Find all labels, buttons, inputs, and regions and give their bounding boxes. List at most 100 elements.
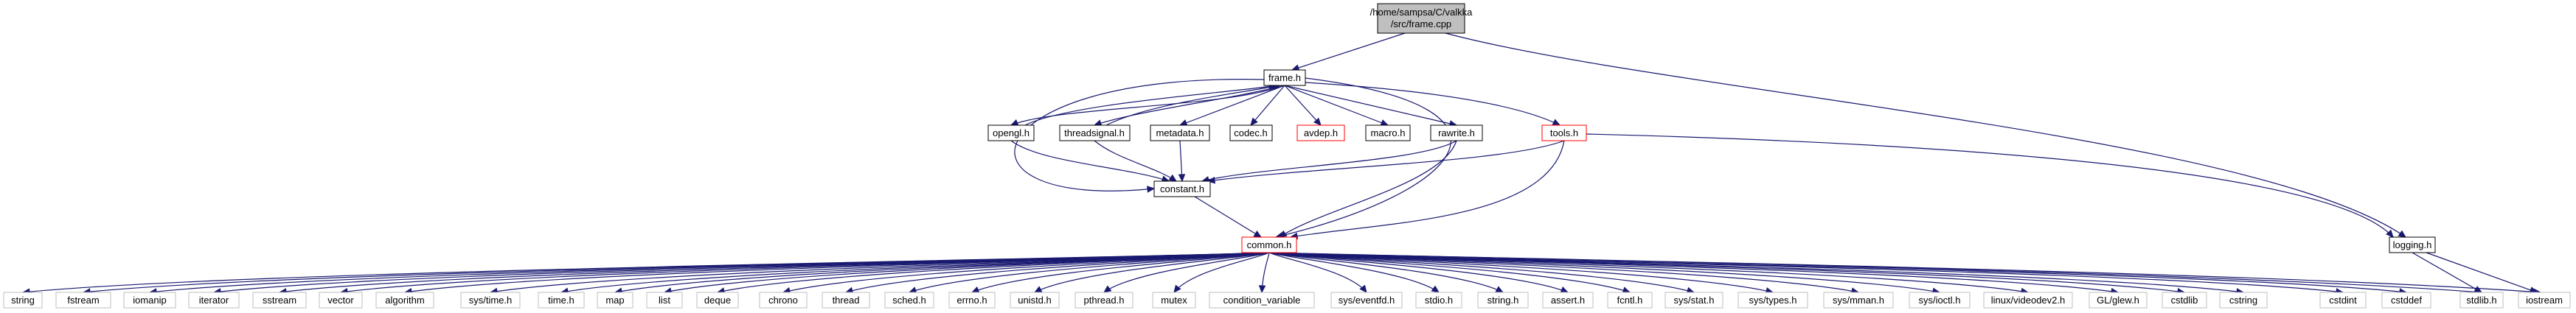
svg-text:stdlib.h: stdlib.h xyxy=(2466,295,2496,306)
node-metadata-h[interactable]: metadata.h xyxy=(1150,124,1210,141)
leaf-node[interactable]: sys/ioctl.h xyxy=(1909,292,1971,309)
leaf-node[interactable]: deque xyxy=(696,292,739,309)
graph-nodes: /home/sampsa/C/valkka /src/frame.cpp fra… xyxy=(3,3,2571,309)
leaf-node[interactable]: iterator xyxy=(188,292,240,309)
leaf-node[interactable]: thread xyxy=(822,292,870,309)
edge-arrowhead xyxy=(1103,285,1112,293)
node-iostream[interactable]: iostream xyxy=(2518,292,2571,309)
svg-text:cstdlib: cstdlib xyxy=(2171,295,2198,306)
dependency-edge xyxy=(1010,140,1170,182)
dependency-edge xyxy=(1094,85,1285,126)
leaf-node[interactable]: time.h xyxy=(538,292,585,309)
edge-arrowhead xyxy=(1560,286,1569,293)
svg-text:iostream: iostream xyxy=(2526,295,2563,306)
svg-text:macro.h: macro.h xyxy=(1371,127,1406,138)
edge-arrowhead xyxy=(1495,286,1504,293)
dependency-edge xyxy=(1194,196,1262,238)
edge-arrowhead xyxy=(1168,174,1178,182)
node-opengl-h[interactable]: opengl.h xyxy=(987,124,1035,141)
root-node-label-line-1: /home/sampsa/C/valkka xyxy=(1370,7,1473,18)
root-node-frame-cpp[interactable]: /home/sampsa/C/valkka /src/frame.cpp xyxy=(1370,3,1473,34)
root-node-label-line-2: /src/frame.cpp xyxy=(1391,18,1451,29)
leaf-node[interactable]: sys/types.h xyxy=(1737,292,1808,309)
dependency-edge xyxy=(2412,252,2482,293)
svg-text:unistd.h: unistd.h xyxy=(1018,295,1052,306)
node-avdep-h[interactable]: avdep.h xyxy=(1296,124,1345,141)
dependency-edge xyxy=(1586,133,2394,238)
node-logging-h[interactable]: logging.h xyxy=(2389,236,2436,253)
svg-text:fstream: fstream xyxy=(67,295,99,306)
leaf-node[interactable]: sys/stat.h xyxy=(1664,292,1723,309)
leaf-node[interactable]: sstream xyxy=(252,292,307,309)
svg-text:sys/ioctl.h: sys/ioctl.h xyxy=(1918,295,1960,306)
node-stdlib-h[interactable]: stdlib.h xyxy=(2459,292,2504,309)
leaf-node[interactable]: list xyxy=(646,292,683,309)
svg-text:sys/mman.h: sys/mman.h xyxy=(1833,295,1884,306)
dependency-edge xyxy=(1173,252,1270,293)
leaf-node[interactable]: sys/mman.h xyxy=(1823,292,1894,309)
leaf-node[interactable]: cstdint xyxy=(2319,292,2367,309)
dependency-edge xyxy=(1305,82,1560,126)
leaf-node[interactable]: assert.h xyxy=(1542,292,1594,309)
dependency-edge xyxy=(1201,140,1457,182)
edge-arrowhead xyxy=(1359,284,1367,293)
node-threadsignal-h[interactable]: threadsignal.h xyxy=(1059,124,1131,141)
leaf-node[interactable]: chrono xyxy=(759,292,808,309)
leaf-node[interactable]: cstdlib xyxy=(2162,292,2207,309)
svg-text:mutex: mutex xyxy=(1161,295,1187,306)
dependency-edge xyxy=(1103,252,1270,293)
leaf-node[interactable]: map xyxy=(597,292,633,309)
system-header-leaf-nodes: string fstream iomanip iterator sstream … xyxy=(3,292,2431,309)
leaf-node[interactable]: linux/videodev2.h xyxy=(1983,292,2073,309)
dependency-edge xyxy=(1290,140,1565,238)
node-macro-h[interactable]: macro.h xyxy=(1365,124,1411,141)
svg-text:threadsignal.h: threadsignal.h xyxy=(1064,127,1125,138)
svg-text:cstdint: cstdint xyxy=(2329,295,2357,306)
leaf-node[interactable]: stdio.h xyxy=(1415,292,1462,309)
leaf-node[interactable]: fcntl.h xyxy=(1607,292,1653,309)
svg-text:GL/glew.h: GL/glew.h xyxy=(2097,295,2139,306)
leaf-node[interactable]: sys/time.h xyxy=(460,292,521,309)
leaf-node[interactable]: errno.h xyxy=(948,292,996,309)
edge-arrowhead xyxy=(1178,174,1186,183)
leaf-node[interactable]: algorithm xyxy=(375,292,434,309)
leaf-node[interactable]: unistd.h xyxy=(1010,292,1060,309)
leaf-node[interactable]: vector xyxy=(319,292,363,309)
dependency-edge xyxy=(1105,85,1280,126)
svg-text:constant.h: constant.h xyxy=(1160,183,1204,194)
svg-text:opengl.h: opengl.h xyxy=(993,127,1030,138)
leaf-node[interactable]: sys/eventfd.h xyxy=(1330,292,1403,309)
dependency-edge xyxy=(1179,85,1285,126)
node-frame-h[interactable]: frame.h xyxy=(1263,69,1306,86)
svg-text:string: string xyxy=(11,295,35,306)
dependency-edge xyxy=(1010,85,1285,126)
edge-arrowhead xyxy=(1147,186,1156,193)
dependency-edge xyxy=(1094,140,1177,182)
node-common-h[interactable]: common.h xyxy=(1241,236,1297,253)
svg-text:map: map xyxy=(605,295,624,306)
svg-text:logging.h: logging.h xyxy=(2393,239,2432,250)
leaf-node[interactable]: fstream xyxy=(55,292,111,309)
leaf-node[interactable]: GL/glew.h xyxy=(2089,292,2148,309)
edge-arrowhead xyxy=(1278,230,1288,238)
leaf-node[interactable]: iomanip xyxy=(123,292,176,309)
svg-text:sched.h: sched.h xyxy=(892,295,926,306)
node-tools-h[interactable]: tools.h xyxy=(1541,124,1587,141)
svg-text:stdio.h: stdio.h xyxy=(1425,295,1453,306)
svg-text:sys/stat.h: sys/stat.h xyxy=(1674,295,1715,306)
node-rawrite-h[interactable]: rawrite.h xyxy=(1430,124,1483,141)
leaf-node[interactable]: string xyxy=(3,292,43,309)
node-codec-h[interactable]: codec.h xyxy=(1229,124,1273,141)
leaf-node[interactable]: string.h xyxy=(1477,292,1529,309)
leaf-node[interactable]: pthread.h xyxy=(1075,292,1133,309)
leaf-node[interactable]: mutex xyxy=(1152,292,1196,309)
leaf-node[interactable]: sched.h xyxy=(884,292,934,309)
svg-text:algorithm: algorithm xyxy=(385,295,424,306)
node-constant-h[interactable]: constant.h xyxy=(1153,180,1211,197)
dependency-edge xyxy=(1284,85,1322,126)
leaf-node[interactable]: cstddef xyxy=(2381,292,2431,309)
leaf-node[interactable]: condition_variable xyxy=(1209,292,1315,309)
dependency-edge xyxy=(1250,85,1285,126)
dependency-edge xyxy=(1268,252,1367,293)
leaf-node[interactable]: cstring xyxy=(2219,292,2268,309)
